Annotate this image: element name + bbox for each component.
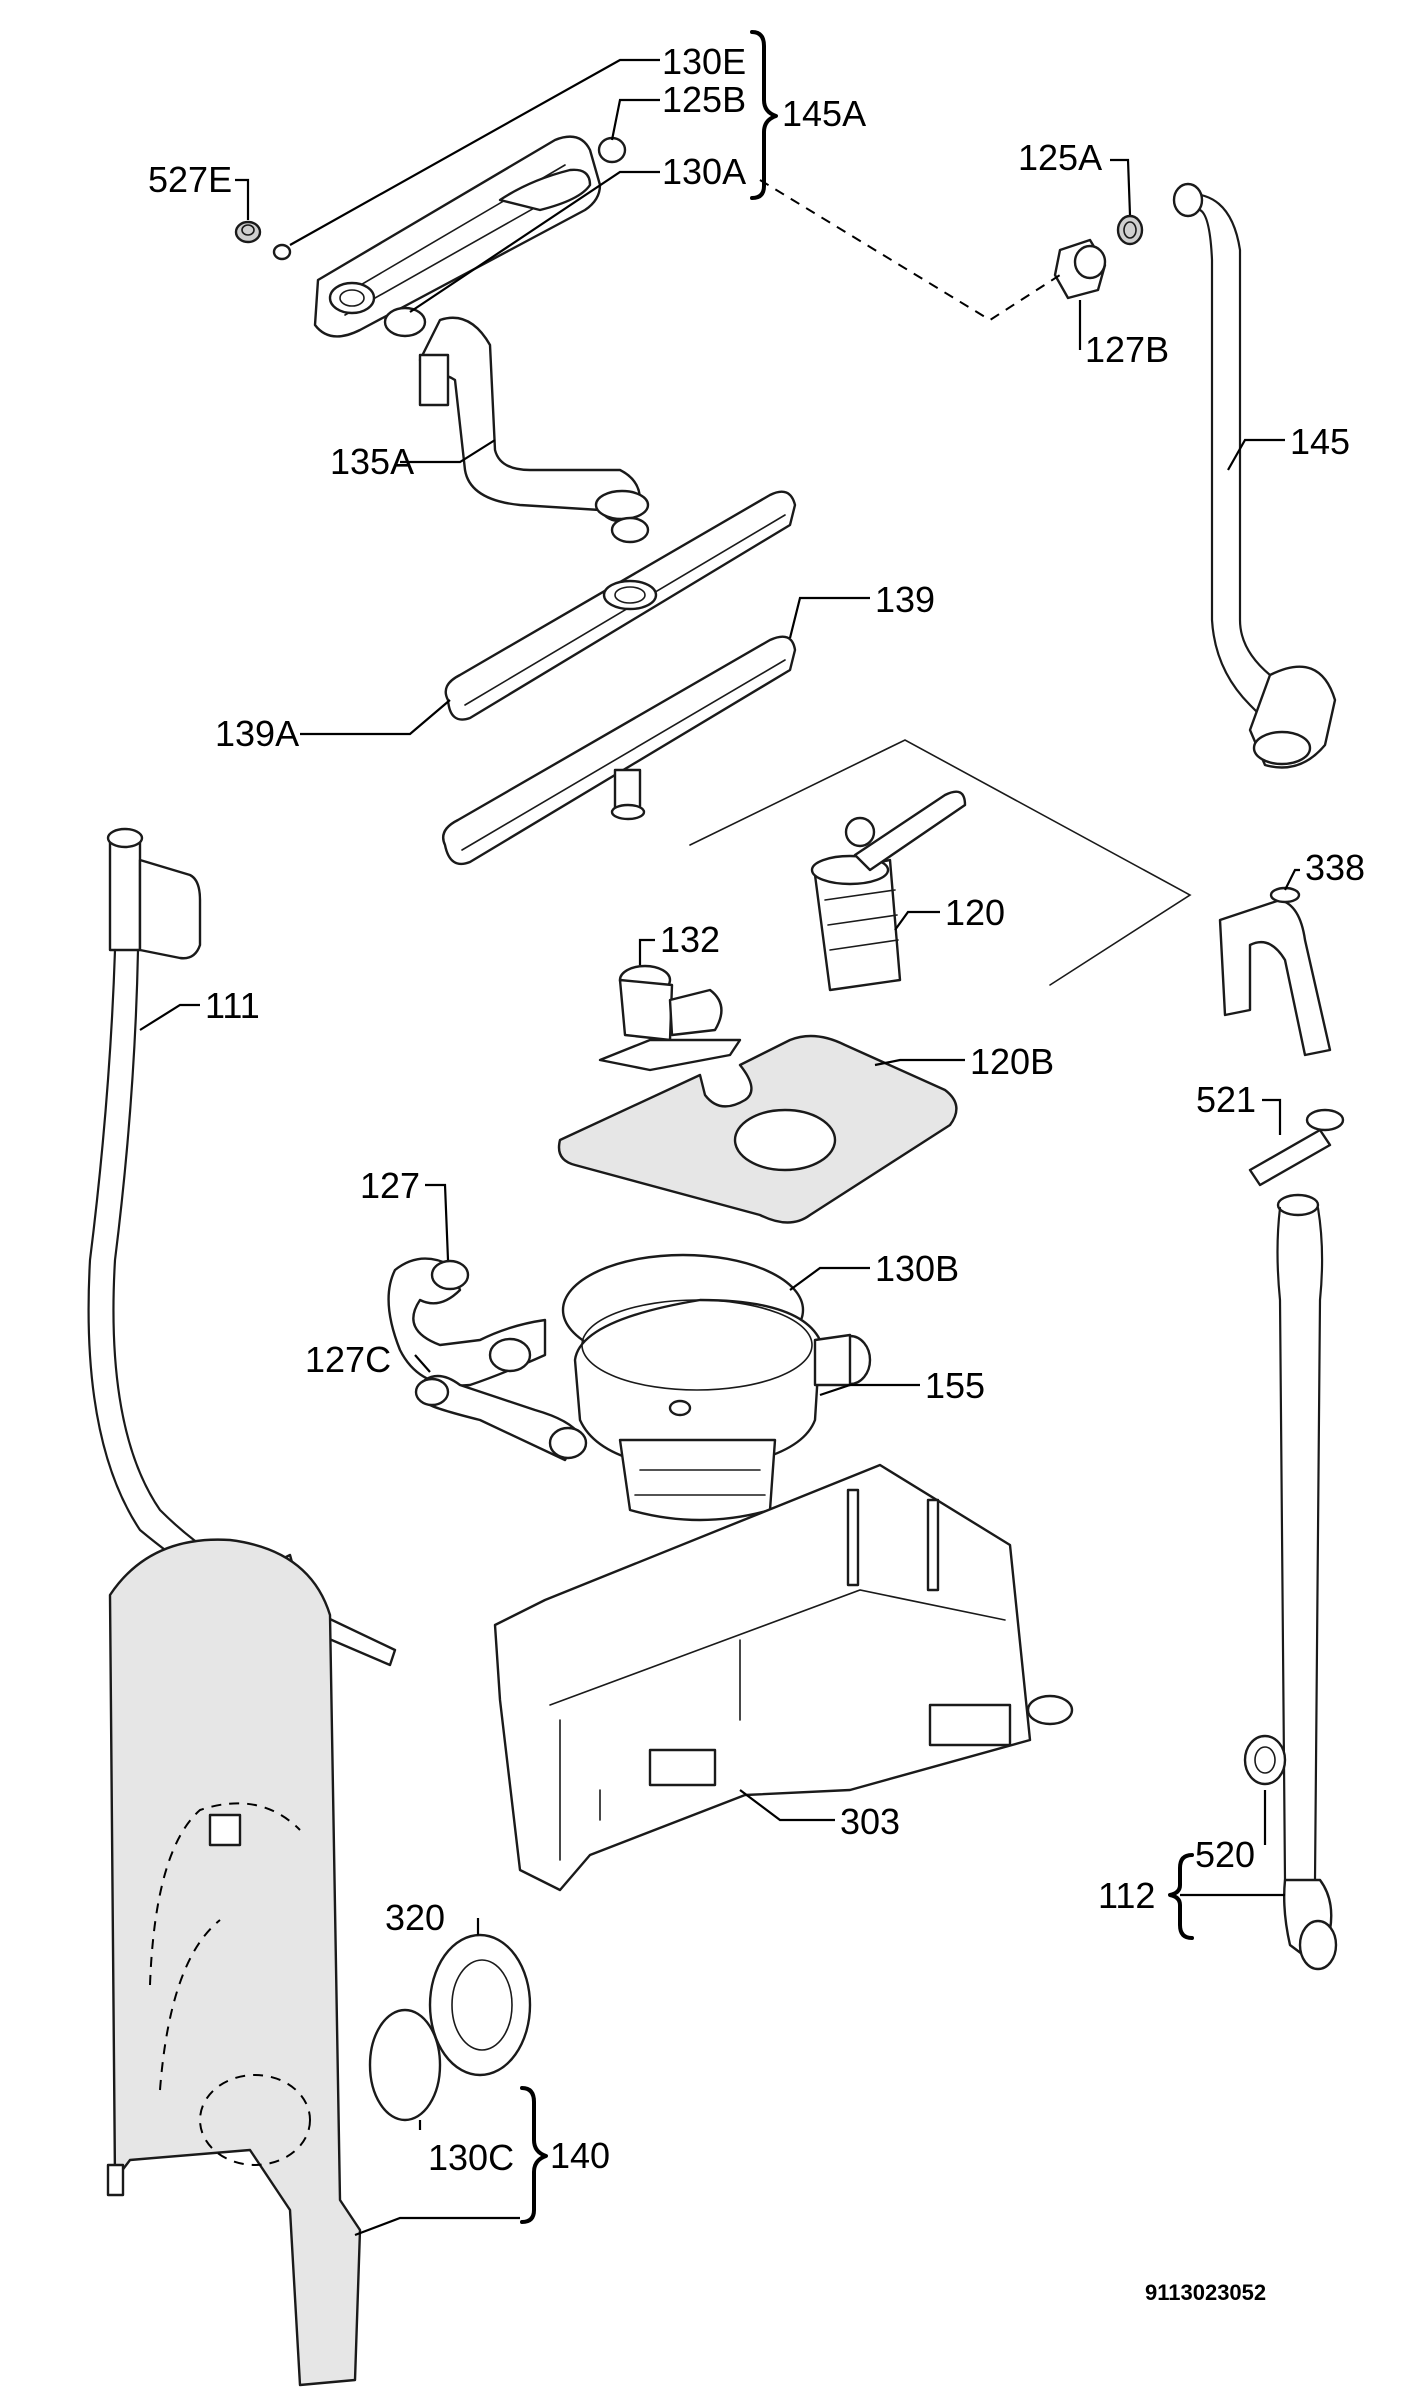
- valve-132: [598, 964, 742, 1072]
- housing-140: [106, 1538, 362, 2387]
- seal-ring-130e: [272, 243, 292, 261]
- leader-lines: [139, 58, 1300, 2237]
- ring-520: [1243, 1734, 1287, 1786]
- label-139: 139: [875, 579, 935, 620]
- label-120: 120: [945, 892, 1005, 933]
- label-127b: 127B: [1085, 329, 1169, 370]
- label-320: 320: [385, 1897, 445, 1938]
- clip-521: [1248, 1108, 1345, 1187]
- part-labels: 130E 125B 145A 527E 130A 125A 127B 145 1…: [148, 41, 1365, 2305]
- label-145: 145: [1290, 421, 1350, 462]
- label-130c: 130C: [428, 2137, 514, 2178]
- filter-120: [810, 790, 967, 992]
- label-111: 111: [205, 985, 260, 1026]
- lower-spray-arm-139: [441, 635, 797, 866]
- label-338: 338: [1305, 847, 1365, 888]
- upper-spray-arm-139a: [444, 490, 797, 721]
- label-130a: 130A: [662, 151, 746, 192]
- inlet-hose-111: [87, 827, 397, 1667]
- label-125a: 125A: [1018, 137, 1102, 178]
- label-125b: 125B: [662, 79, 746, 120]
- label-112: 112: [1098, 1875, 1155, 1916]
- label-155: 155: [925, 1365, 985, 1406]
- upper-spray-arm-assembly: [313, 135, 602, 338]
- label-145a: 145A: [782, 93, 866, 134]
- label-127: 127: [360, 1165, 420, 1206]
- base-frame-303: [493, 1463, 1074, 1892]
- hose-127c: [414, 1374, 588, 1462]
- label-132: 132: [660, 919, 720, 960]
- seal-ring-130a: [383, 306, 427, 338]
- label-520: 520: [1195, 1834, 1255, 1875]
- label-130b: 130B: [875, 1248, 959, 1289]
- filter-guide-frame: [689, 739, 1192, 986]
- seal-ring-125b: [597, 136, 627, 164]
- drawing-code: 9113023052: [1145, 2280, 1266, 2305]
- spray-arm-pipe-135a: [418, 316, 650, 544]
- drain-hose-145: [1172, 182, 1337, 769]
- filter-plate-120b: [557, 1034, 958, 1224]
- label-139a: 139A: [215, 713, 299, 754]
- label-127c: 127C: [305, 1339, 391, 1380]
- hose-127: [387, 1257, 547, 1387]
- sump-155: [573, 1298, 872, 1522]
- ring-125a: [1116, 214, 1144, 246]
- label-130e: 130E: [662, 41, 746, 82]
- label-303: 303: [840, 1801, 900, 1842]
- braces: [520, 30, 1194, 2224]
- label-527e: 527E: [148, 159, 232, 200]
- seal-ring-130c: [368, 2008, 442, 2122]
- hose-112: [1276, 1193, 1338, 1971]
- label-140: 140: [550, 2135, 610, 2176]
- bracket-338: [1218, 886, 1332, 1057]
- label-521: 521: [1196, 1079, 1256, 1120]
- seal-320: [428, 1933, 532, 2077]
- coupling-127b: [1053, 238, 1107, 300]
- label-120b: 120B: [970, 1041, 1054, 1082]
- nut-527e: [234, 220, 262, 244]
- label-135a: 135A: [330, 441, 414, 482]
